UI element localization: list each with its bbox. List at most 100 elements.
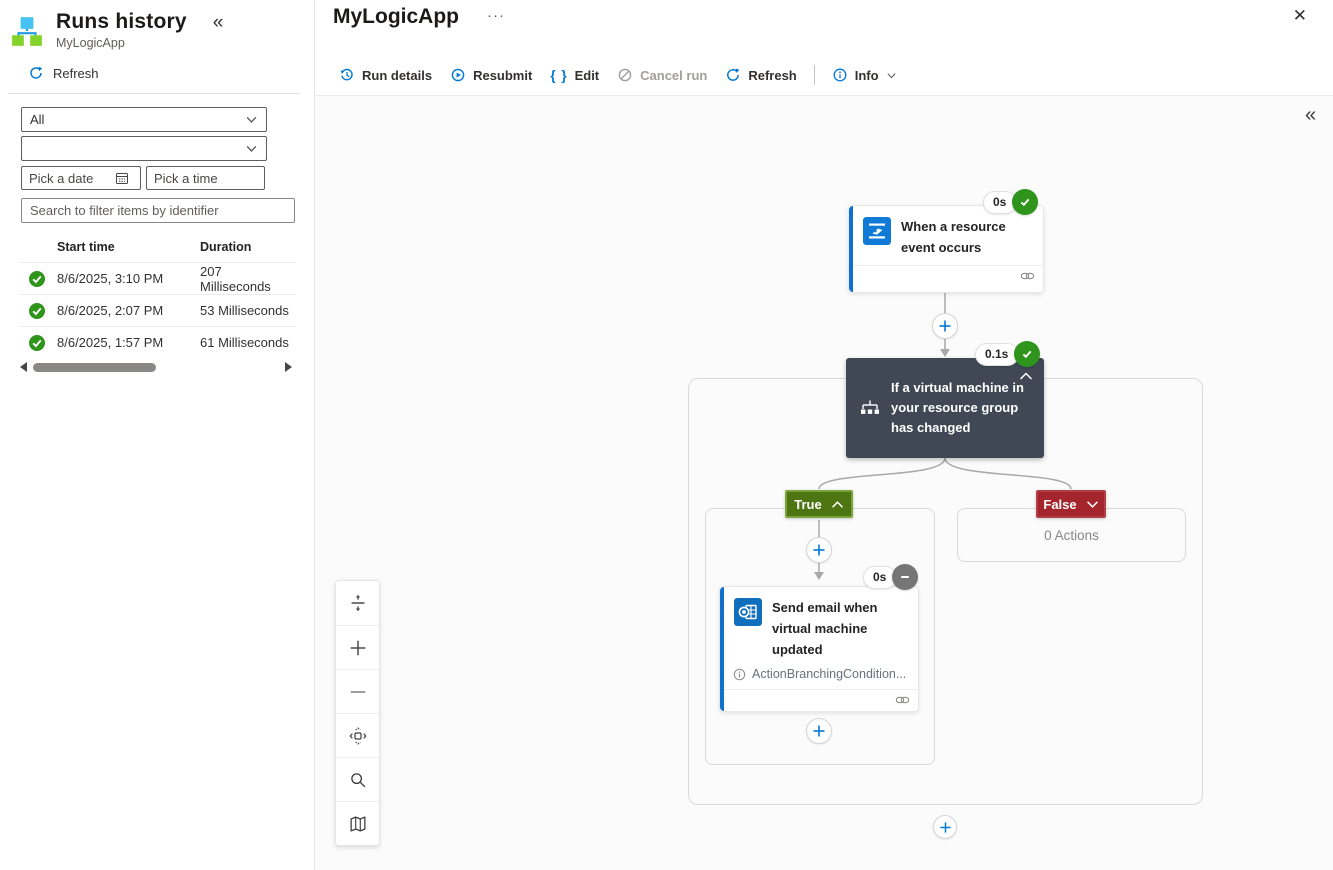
pan-mode-button[interactable] (336, 713, 379, 757)
time-picker (146, 166, 265, 190)
resubmit-label: Resubmit (473, 67, 533, 83)
run-duration: 207 Milliseconds (200, 263, 271, 294)
trigger-status-badge[interactable]: 0s (983, 189, 1039, 215)
runs-refresh-button[interactable]: Refresh (28, 65, 99, 81)
true-branch-label[interactable]: True (785, 490, 853, 518)
toolbar-divider (813, 65, 815, 85)
trigger-node[interactable]: When a resource event occurs (848, 205, 1044, 293)
date-picker (21, 166, 141, 190)
time-picker-input[interactable] (154, 170, 240, 186)
fit-to-view-icon (351, 594, 364, 612)
plus-icon (350, 640, 365, 655)
search-icon (350, 772, 365, 787)
resubmit-button[interactable]: Resubmit (441, 60, 541, 90)
refresh-icon (30, 66, 43, 79)
status-filter-value: All (30, 112, 45, 127)
succeeded-status-icon (29, 334, 45, 351)
status-filter-dropdown[interactable]: All (21, 107, 267, 132)
chevron-up-icon (831, 500, 843, 508)
minus-icon (350, 690, 365, 693)
cancel-run-label: Cancel run (640, 67, 708, 83)
connection-link-icon (1020, 272, 1035, 279)
refresh-run-button[interactable]: Refresh (716, 60, 805, 90)
edit-button[interactable]: { } Edit (541, 60, 608, 90)
run-start-time: 8/6/2025, 3:10 PM (57, 271, 164, 286)
zoom-out-button[interactable] (336, 669, 379, 713)
page-title: MyLogicApp (333, 5, 459, 28)
scroll-left-arrow-icon[interactable] (20, 362, 27, 372)
succeeded-check-icon (1021, 198, 1030, 207)
scrollbar-thumb[interactable] (33, 362, 156, 372)
fit-to-view-button[interactable] (336, 581, 379, 625)
zoom-in-button[interactable] (336, 625, 379, 669)
overflow-menu-icon[interactable]: ··· (487, 7, 505, 24)
secondary-filter-dropdown[interactable] (21, 136, 267, 161)
run-details-icon (340, 68, 353, 81)
false-label-text: False (1043, 496, 1077, 512)
info-button[interactable]: Info (823, 60, 906, 90)
close-icon[interactable]: ✕ (1292, 6, 1307, 25)
send-email-action-node[interactable]: Send email when virtual machine updated … (719, 586, 919, 712)
chevron-down-icon (1086, 500, 1098, 508)
edit-braces-icon: { } (550, 67, 568, 83)
add-step-after-scope-button[interactable] (933, 815, 957, 839)
scrollbar-track[interactable] (33, 362, 279, 372)
runs-history-panel: Runs history MyLogicApp « Refresh All (0, 0, 315, 870)
plus-icon (939, 320, 951, 332)
run-toolbar: Run details Resubmit { } Edit Cancel run (330, 60, 906, 90)
main-header: MyLogicApp ··· ✕ Run details Resubmit { … (315, 0, 1333, 96)
table-row[interactable]: 8/6/2025, 3:10 PM 207 Milliseconds (20, 262, 296, 294)
scroll-right-arrow-icon[interactable] (285, 362, 292, 372)
add-action-button[interactable] (806, 718, 832, 744)
calendar-icon[interactable] (115, 171, 129, 185)
canvas-zoom-toolbar (335, 580, 380, 846)
refresh-run-label: Refresh (748, 67, 797, 83)
false-branch-empty-text: 0 Actions (1044, 527, 1099, 543)
cancel-run-button: Cancel run (608, 60, 716, 90)
minimap-button[interactable] (336, 801, 379, 845)
canvas-search-button[interactable] (336, 757, 379, 801)
workflow-canvas[interactable]: « 0 Actions When a resource event occurs (315, 96, 1333, 870)
panel-header: Runs history MyLogicApp « (10, 10, 223, 50)
condition-status-badge[interactable]: 0.1s (975, 341, 1041, 367)
panel-collapse-icon[interactable]: « (212, 12, 224, 33)
plus-icon (813, 725, 825, 737)
refresh-label: Refresh (53, 65, 99, 81)
action-status-badge[interactable]: 0s (863, 564, 919, 590)
condition-node[interactable]: If a virtual machine in your resource gr… (846, 358, 1044, 458)
insert-step-button[interactable] (932, 313, 958, 339)
chevron-down-icon (887, 72, 896, 78)
horizontal-scrollbar (20, 361, 292, 373)
succeeded-check-icon (1023, 350, 1032, 359)
node-accent-bar (720, 587, 724, 711)
connection-link-icon (895, 697, 910, 704)
succeeded-status-icon (29, 270, 45, 287)
map-icon (349, 815, 366, 832)
false-branch-label[interactable]: False (1036, 490, 1106, 518)
refresh-icon (727, 68, 740, 81)
outlook-icon (734, 598, 762, 626)
cancel-run-icon (618, 68, 632, 82)
insert-step-button[interactable] (806, 537, 832, 563)
divider (8, 93, 300, 94)
skipped-minus-icon (901, 576, 910, 578)
date-picker-input[interactable] (29, 170, 115, 186)
run-start-time: 8/6/2025, 1:57 PM (57, 335, 164, 350)
chevron-up-icon[interactable] (1019, 371, 1033, 381)
run-details-button[interactable]: Run details (330, 60, 441, 90)
succeeded-status-icon (29, 302, 45, 319)
trigger-duration: 0s (983, 190, 1018, 214)
identifier-search (21, 198, 295, 223)
panel-subtitle: MyLogicApp (56, 36, 125, 50)
table-row[interactable]: 8/6/2025, 1:57 PM 61 Milliseconds (20, 326, 296, 358)
run-duration: 61 Milliseconds (200, 335, 289, 350)
table-row[interactable]: 8/6/2025, 2:07 PM 53 Milliseconds (20, 294, 296, 326)
identifier-search-input[interactable] (30, 203, 286, 218)
action-note-text: ActionBranchingCondition... (752, 667, 907, 682)
column-start-time: Start time (57, 240, 115, 254)
runs-table: Start time Duration 8/6/2025, 3:10 PM 20… (20, 232, 296, 358)
column-duration: Duration (200, 240, 252, 254)
edit-label: Edit (574, 67, 600, 83)
canvas-collapse-icon[interactable]: « (1305, 104, 1317, 126)
action-title: Send email when virtual machine updated (772, 600, 878, 657)
